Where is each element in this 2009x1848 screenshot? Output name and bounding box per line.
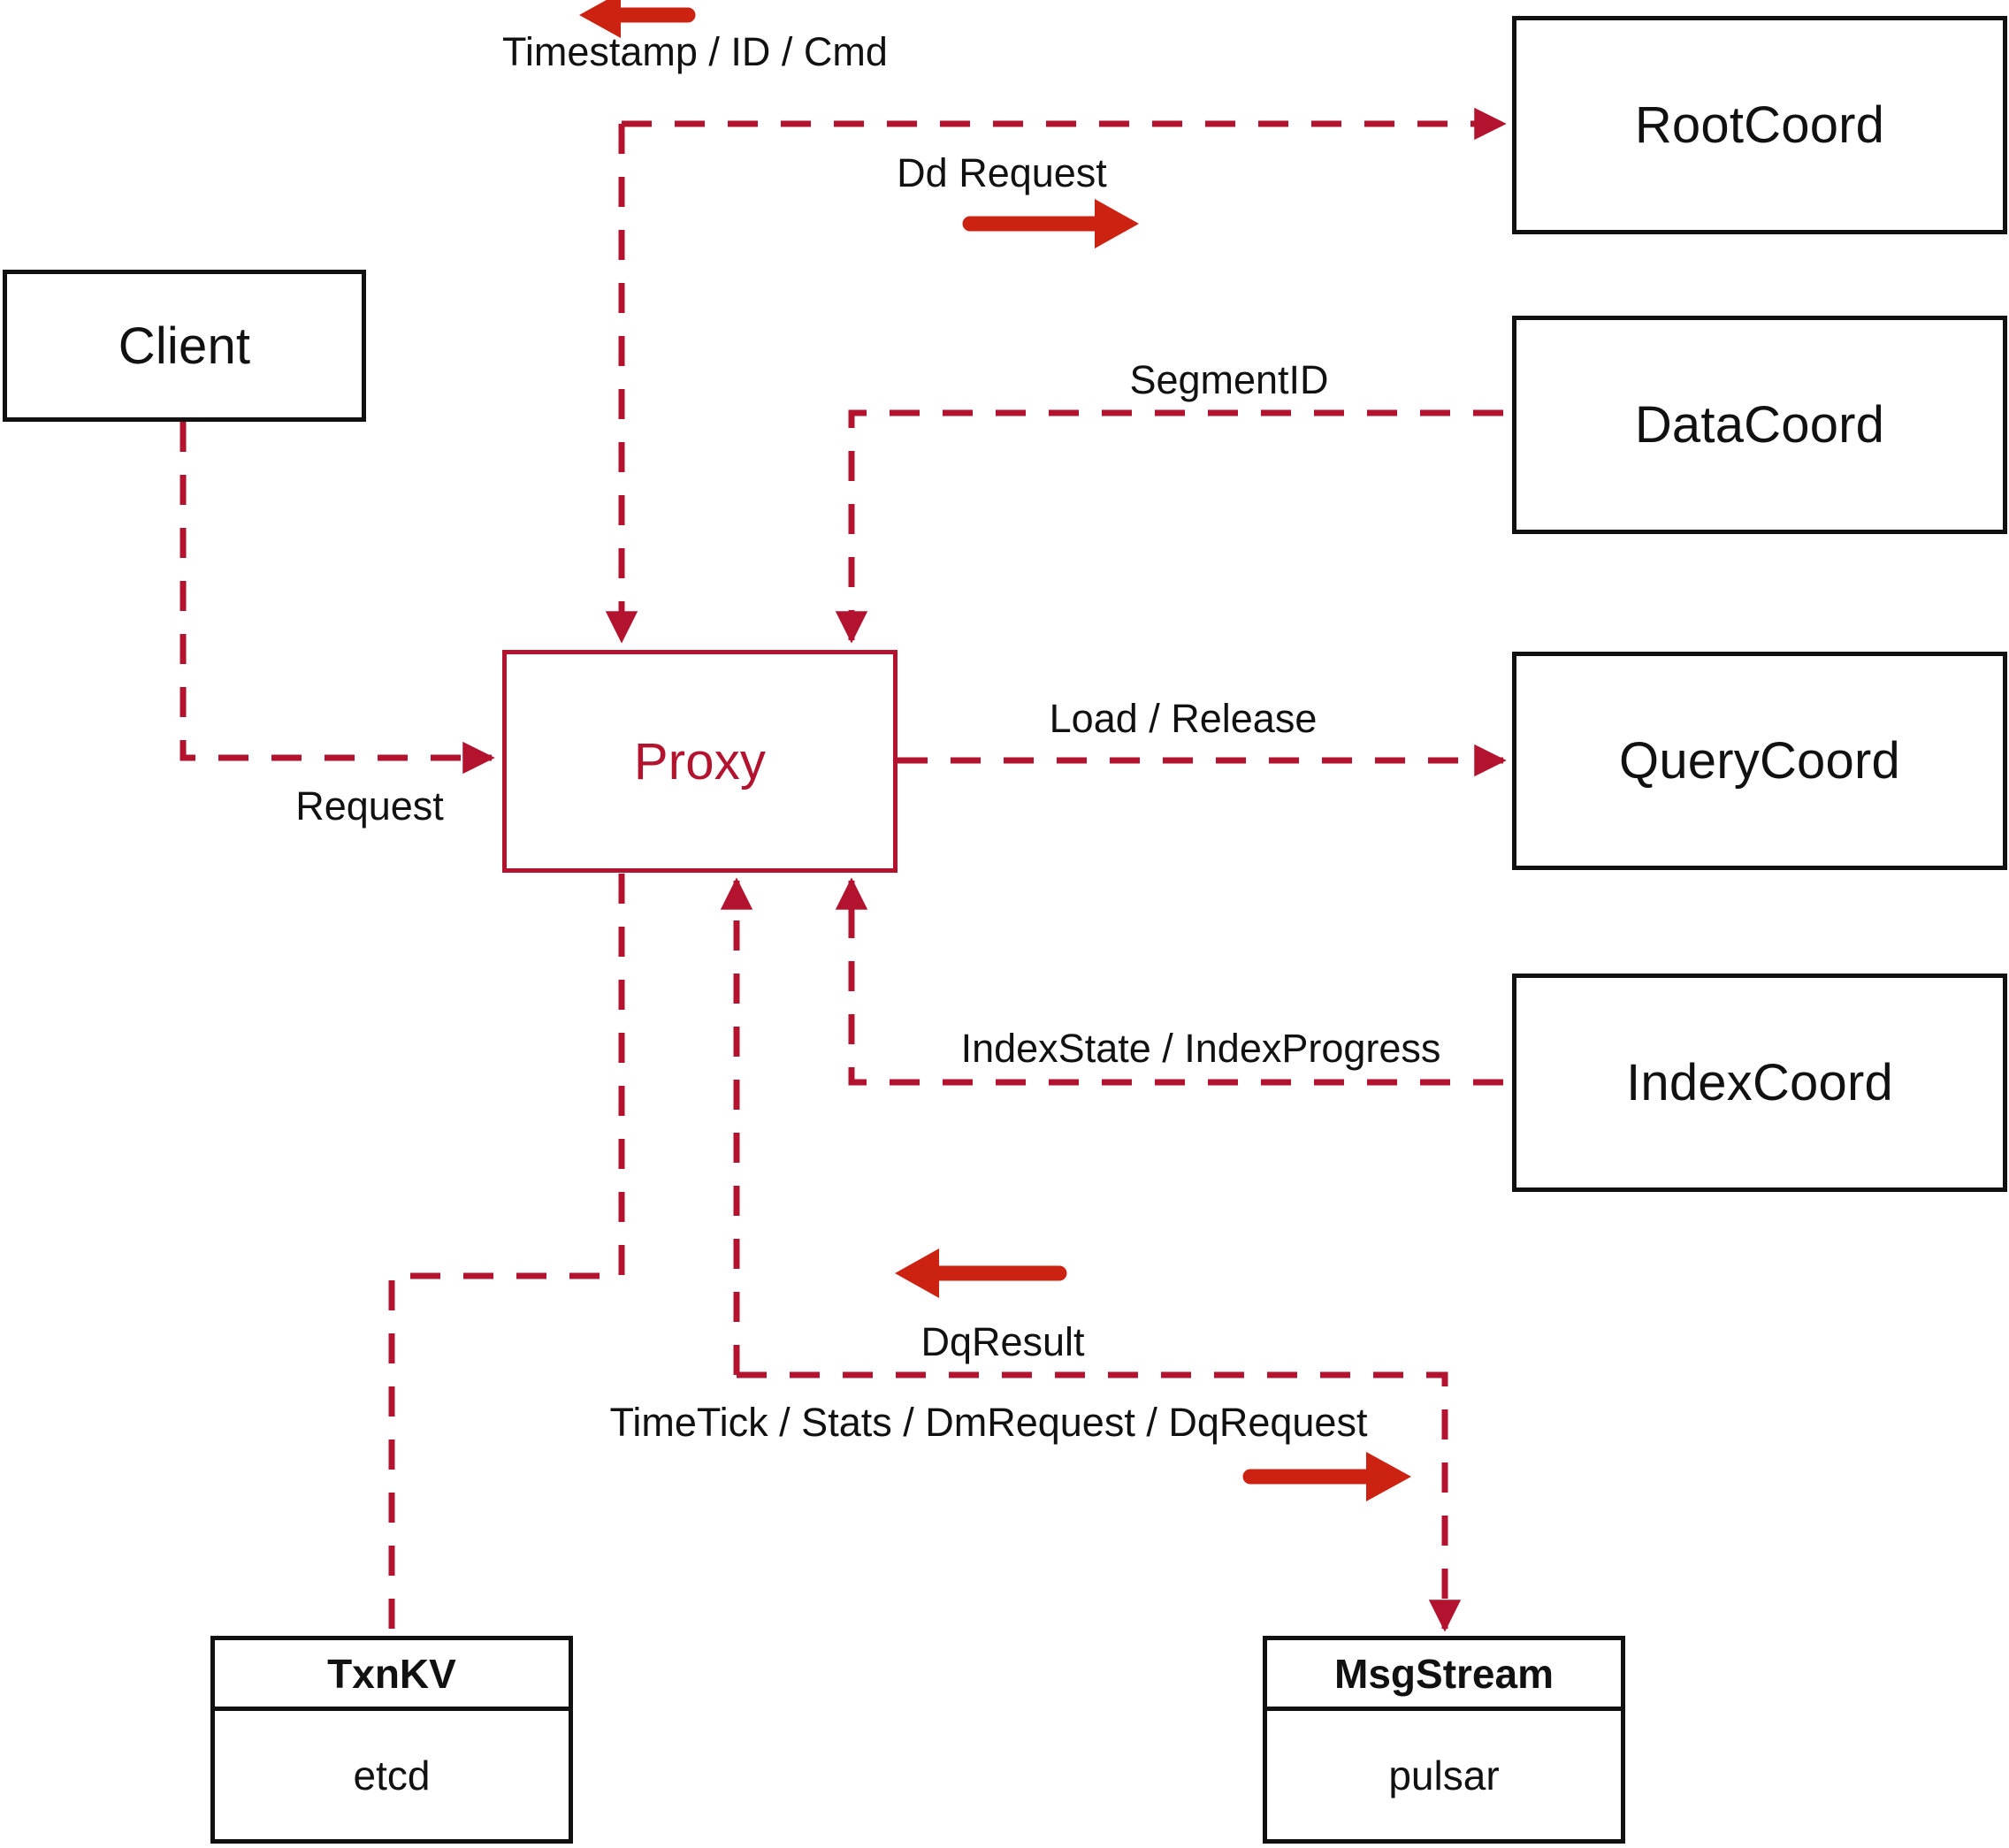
edge-label-dd-request: Dd Request: [897, 150, 1107, 195]
node-querycoord[interactable]: QueryCoord: [1512, 652, 2007, 870]
store-txnkv-header: TxnKV: [215, 1640, 569, 1711]
direction-arrow-timestamp-id-cmd: [579, 0, 696, 38]
direction-arrow-dq-result: [895, 1249, 1067, 1298]
node-rootcoord-label: RootCoord: [1634, 96, 1885, 154]
edge-label-timestamp-id-cmd: Timestamp / ID / Cmd: [502, 29, 888, 74]
node-rootcoord[interactable]: RootCoord: [1512, 16, 2007, 234]
edge-label-load-release: Load / Release: [1049, 696, 1318, 741]
store-msgstream-header-label: MsgStream: [1334, 1650, 1554, 1697]
store-txnkv-body: etcd: [215, 1711, 569, 1839]
direction-arrow-timetick-stats: [1242, 1452, 1411, 1501]
edge-label-index-state: IndexState / IndexProgress: [960, 1026, 1441, 1071]
edge-timetick-stats: [737, 1371, 1462, 1632]
edge-index-state: [835, 877, 1503, 1086]
store-txnkv[interactable]: TxnKV etcd: [210, 1636, 573, 1844]
edge-label-timetick-stats: TimeTick / Stats / DmRequest / DqRequest: [609, 1400, 1368, 1445]
node-client-label: Client: [118, 317, 251, 375]
edge-label-request: Request: [295, 783, 444, 829]
node-querycoord-label: QueryCoord: [1619, 732, 1900, 790]
node-datacoord-label: DataCoord: [1634, 396, 1885, 454]
edge-label-dq-result: DqResult: [920, 1319, 1085, 1364]
edge-segment-id: [835, 409, 1503, 644]
store-msgstream-body: pulsar: [1267, 1711, 1621, 1839]
node-datacoord[interactable]: DataCoord: [1512, 316, 2007, 534]
node-client[interactable]: Client: [3, 270, 366, 422]
edge-label-segment-id: SegmentID: [1129, 357, 1329, 402]
store-txnkv-body-label: etcd: [353, 1752, 431, 1798]
node-proxy-label: Proxy: [633, 732, 767, 790]
node-proxy[interactable]: Proxy: [502, 650, 898, 873]
node-indexcoord[interactable]: IndexCoord: [1512, 974, 2007, 1192]
edge-request: [180, 422, 495, 775]
direction-arrow-dd-request: [962, 199, 1139, 248]
node-indexcoord-label: IndexCoord: [1626, 1054, 1893, 1111]
store-msgstream-header: MsgStream: [1267, 1640, 1621, 1711]
store-msgstream-body-label: pulsar: [1388, 1752, 1500, 1798]
store-msgstream[interactable]: MsgStream pulsar: [1263, 1636, 1625, 1844]
edge-proxy-txnkv: [388, 874, 625, 1636]
store-txnkv-header-label: TxnKV: [327, 1650, 456, 1697]
